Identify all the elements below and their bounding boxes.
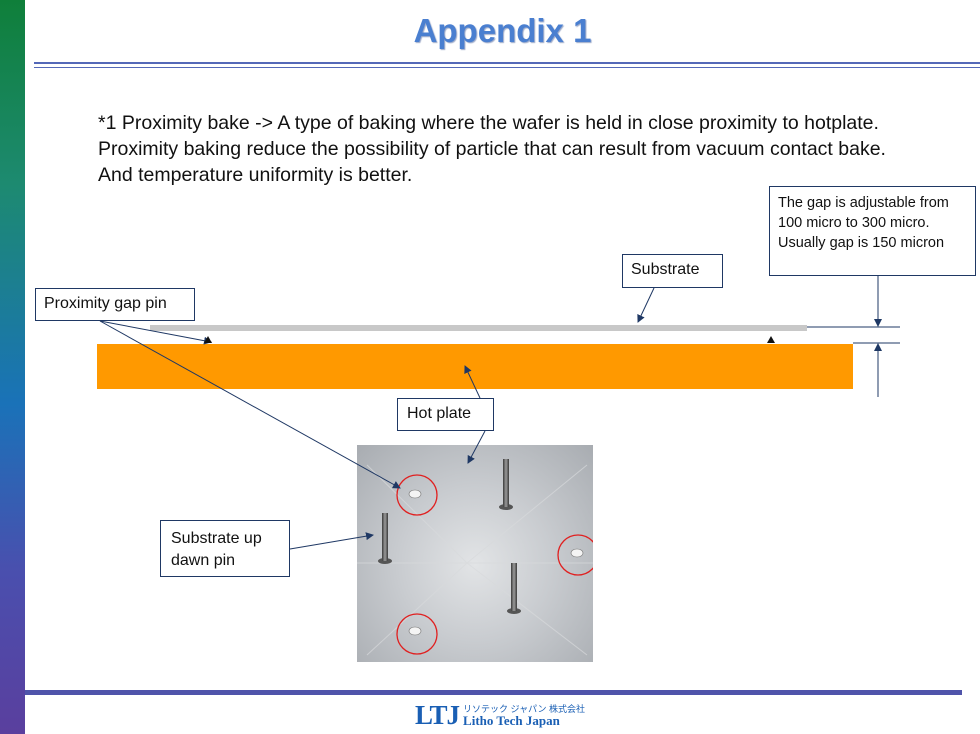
description-text: *1 Proximity bake -> A type of baking wh… <box>98 112 886 186</box>
proximity-pin-circle-1 <box>396 474 438 516</box>
proximity-pin-callout: Proximity gap pin <box>35 288 195 321</box>
substrate-callout: Substrate <box>622 254 723 288</box>
substrate-arrow <box>637 287 655 323</box>
proximity-pin-circle-3 <box>396 613 438 655</box>
page-title: Appendix 1 <box>413 12 592 49</box>
title-divider <box>34 62 980 64</box>
hot-plate-callout: Hot plate <box>397 398 494 431</box>
updown-pin-2 <box>378 513 392 564</box>
company-logo: LTJ リソテック ジャパン 株式会社 Litho Tech Japan <box>415 700 585 730</box>
logo-mark: LTJ <box>415 699 460 730</box>
hot-plate <box>97 344 853 389</box>
left-accent-bar <box>0 0 25 734</box>
hot-plate-arrow-2 <box>467 430 486 464</box>
gap-pin-left <box>204 336 212 343</box>
proximity-pin-arrow-1 <box>99 320 212 345</box>
updown-pin-arrow <box>289 532 374 550</box>
updown-pin-3 <box>507 563 521 614</box>
updown-pin-callout: Substrate up dawn pin <box>160 520 290 577</box>
substrate-wafer <box>150 325 807 331</box>
updown-pin-1 <box>499 459 513 510</box>
proximity-pin-arrow-2 <box>99 320 401 489</box>
logo-english: Litho Tech Japan <box>463 713 560 728</box>
hot-plate-arrow-1 <box>464 365 481 399</box>
title-divider-thin <box>34 67 980 68</box>
footer-divider <box>25 690 962 695</box>
gap-callout: The gap is adjustable from 100 micro to … <box>769 186 976 276</box>
logo-japanese: リソテック ジャパン 株式会社 <box>463 704 586 714</box>
gap-pin-right <box>767 336 775 343</box>
